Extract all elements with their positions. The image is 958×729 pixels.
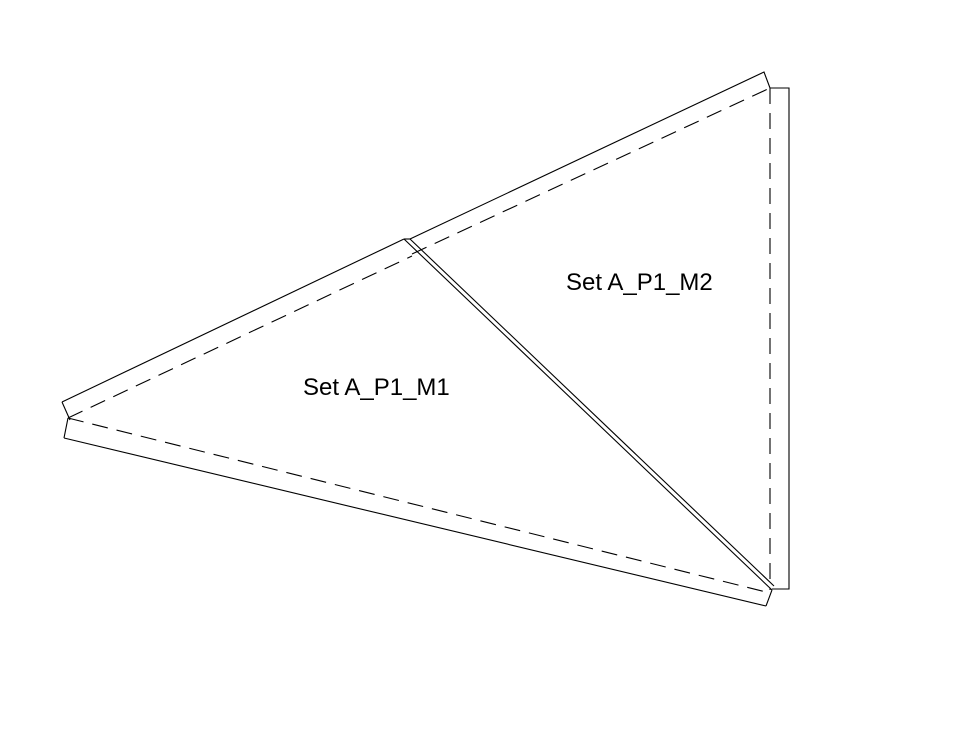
m1-piece-label: Set A_P1_M1: [303, 374, 450, 401]
m1-cut-edge-left-end-lower: [63, 417, 69, 439]
m1-cut-edge-top: [61, 238, 405, 403]
m2-diagonal-edge-inner: [409, 238, 775, 587]
m1-diagonal-edge-outer: [403, 238, 773, 591]
m2-cut-edge-right: [770, 87, 790, 590]
m2-cut-edge-top: [409, 71, 771, 240]
m1-cut-edge-bottom: [63, 437, 767, 607]
m1-seam-top: [67, 255, 413, 419]
m1-cut-edge-right-end: [765, 589, 773, 607]
m2-seam-top: [411, 87, 771, 255]
m1-seam-bottom: [67, 417, 767, 593]
pattern-piece-m1: Set A_P1_M1: [61, 238, 773, 607]
m2-piece-label: Set A_P1_M2: [566, 269, 713, 296]
pattern-piece-m2: Set A_P1_M2: [404, 71, 790, 590]
m1-cut-edge-left-end: [61, 401, 71, 421]
